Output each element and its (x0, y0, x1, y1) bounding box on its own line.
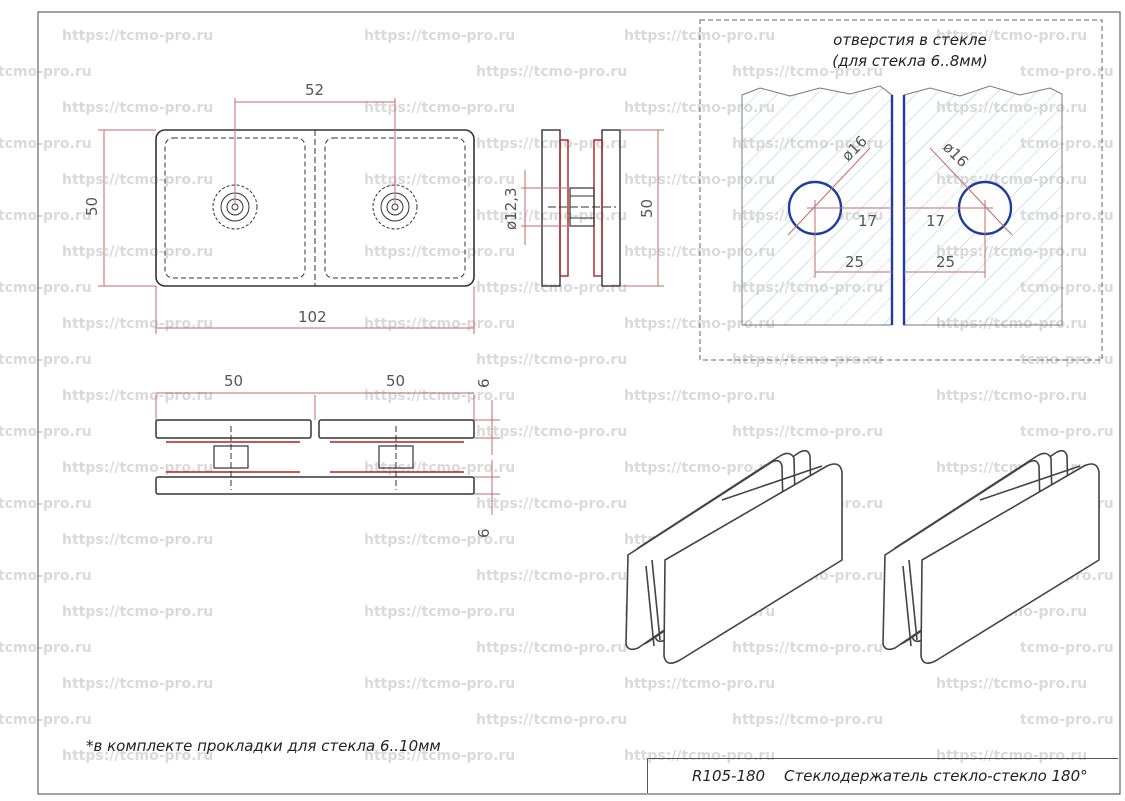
bottom-view (155, 419, 475, 495)
dim-50-a: 50 (224, 372, 243, 390)
dim-50-b: 50 (386, 372, 405, 390)
dim-6-bottom: 6 (475, 528, 493, 538)
hole-title-line2: (для стекла 6..8мм) (832, 52, 988, 70)
dim-25-left: 25 (845, 253, 864, 271)
dim-17-right: 17 (926, 212, 945, 230)
front-view (155, 129, 475, 287)
title-block: R105-180 Стеклодержатель стекло-стекло 1… (647, 758, 1118, 793)
product-title: Стеклодержатель стекло-стекло 180° (784, 767, 1088, 785)
side-dims (521, 129, 664, 287)
dim-50-left: 50 (83, 197, 101, 216)
hole-title-line1: отверстия в стекле (833, 31, 987, 49)
dim-6-top: 6 (475, 378, 493, 388)
front-dims (98, 98, 475, 334)
dim-25-right: 25 (936, 253, 955, 271)
side-view (541, 129, 621, 287)
dim-17-left: 17 (858, 212, 877, 230)
dim-102: 102 (298, 308, 327, 326)
hole-detail-frame (699, 19, 1103, 361)
iso-view-left (625, 449, 843, 664)
sheet-frame (37, 11, 1121, 795)
bottom-dims (155, 392, 500, 515)
kit-note: *в комплекте прокладки для стекла 6..10м… (86, 737, 441, 755)
product-code: R105-180 (692, 767, 766, 785)
hole-dims (787, 147, 1013, 278)
dim-50-side: 50 (638, 199, 656, 218)
dim-52: 52 (305, 81, 324, 99)
iso-view-right (882, 449, 1100, 664)
dim-12-3: ø12,3 (502, 187, 520, 230)
